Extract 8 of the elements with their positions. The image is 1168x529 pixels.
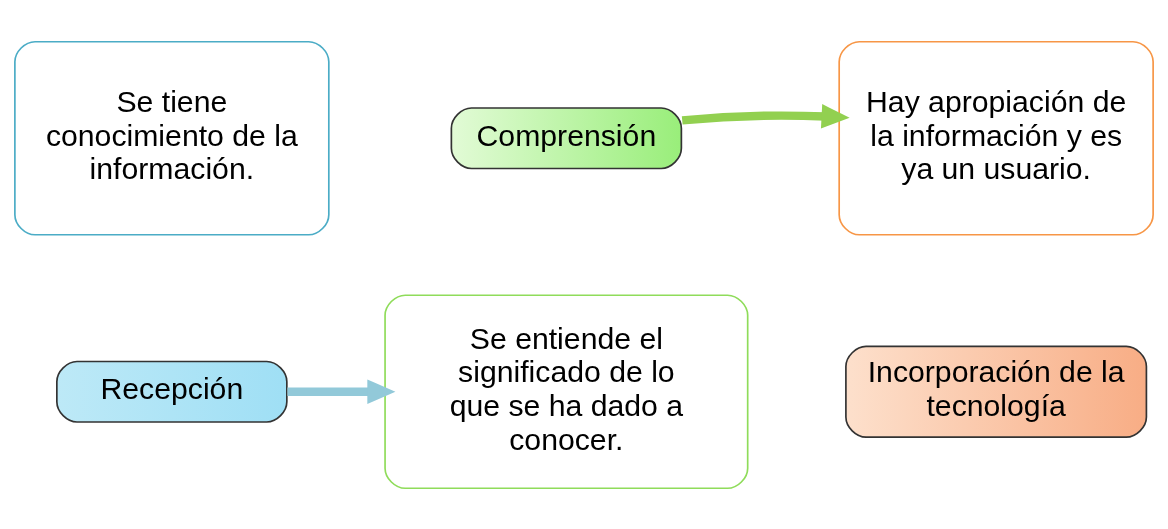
node-box: Se tiene conocimiento de la información. <box>14 40 330 236</box>
node-box: Se entiende el significado de lo que se ha dado a conocer. <box>384 293 749 489</box>
arrow <box>681 103 850 129</box>
node-box: Recepción <box>56 360 288 423</box>
arrow <box>287 378 396 404</box>
node-box: Comprensión <box>450 106 683 169</box>
node-box: Hay apropiación de la información y es ya un usuario. <box>838 40 1154 236</box>
node-box: Incorporación de la tecnología <box>845 345 1148 438</box>
